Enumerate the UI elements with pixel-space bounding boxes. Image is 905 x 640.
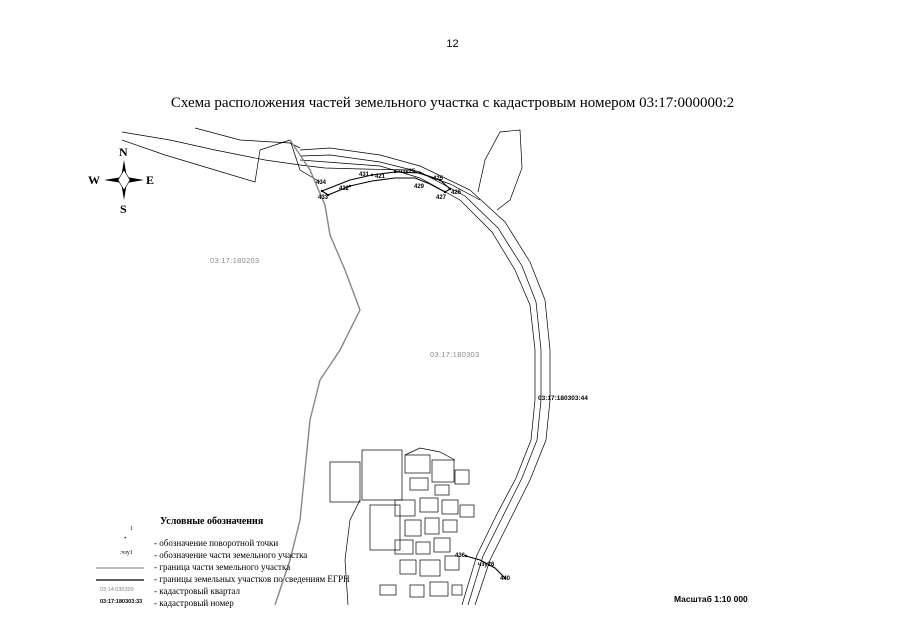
legend-sample-turning-point (124, 536, 127, 539)
parcel-label-44: 03:17:180303:44 (538, 395, 588, 402)
legend-text: - кадастровый номер (154, 598, 234, 608)
point-label-426: 426 (451, 190, 462, 196)
legend-sample-text: 03:17:180303:33 (100, 599, 143, 605)
legend-sample-egrn-boundary (96, 579, 144, 581)
compass-rose: N S W E (88, 145, 154, 216)
legend-row-turning-point: 1 - обозначение поворотной точки (92, 526, 392, 548)
legend-sample-text: :чзу1 (120, 550, 133, 556)
settlement-buildings (329, 447, 475, 606)
main-road-inner (299, 154, 542, 606)
point-label-429: 429 (414, 184, 425, 190)
point-label-433: 433 (318, 195, 329, 201)
main-road-outer (299, 147, 551, 606)
part-label-chzu25: чзу25 (399, 169, 416, 175)
point-label-432: 432 (339, 186, 350, 192)
quarter-label-180303: 03:17:180303 (430, 350, 479, 359)
legend-row-quarter: 03:14:030399 - кадастровый квартал (92, 586, 392, 598)
legend-row-egrn-boundary: - границы земельных участков по сведения… (92, 574, 392, 586)
point-label-440: 440 (500, 576, 511, 582)
road-upper-right (477, 129, 523, 211)
legend-text: - обозначение поворотной точки (154, 538, 279, 548)
map-scale: Масштаб 1:10 000 (674, 594, 748, 604)
part-label-chzu26: чзу26 (478, 562, 495, 568)
legend-text: - границы земельных участков по сведения… (154, 574, 350, 584)
page-title: Схема расположения частей земельного уча… (170, 95, 735, 111)
compass-north-label: N (119, 145, 128, 159)
point-label-427: 427 (436, 195, 447, 201)
legend-sample-text: 03:14:030399 (100, 587, 134, 593)
legend-row-part-boundary: - граница части земельного участка (92, 562, 392, 574)
point-label-421: 421 (375, 174, 386, 180)
legend-title: Условные обозначения (160, 516, 264, 527)
compass-east-label: E (146, 173, 154, 187)
legend-sample-part-boundary (96, 567, 144, 569)
quarter-label-180203: 03:17:180203 (210, 256, 259, 265)
compass-east-arrow (126, 177, 144, 183)
quarter-boundary (274, 139, 361, 606)
legend-row-cadastral-number: 03:17:180303:33 - кадастровый номер (92, 598, 392, 610)
turning-points (320, 170, 507, 580)
compass-south-label: S (120, 202, 127, 216)
point-label-425: 425 (433, 176, 444, 182)
legend-text: - обозначение части земельного участка (154, 550, 308, 560)
compass-west-arrow (104, 177, 122, 183)
page-number: 12 (446, 38, 459, 50)
road-line-upper (121, 131, 481, 201)
legend-row-part-label: :чзу1 - обозначение части земельного уча… (92, 550, 392, 562)
legend-text: - кадастровый квартал (154, 586, 240, 596)
point-label-434: 434 (316, 180, 327, 186)
legend-text: - граница части земельного участка (154, 562, 291, 572)
point-label-431: 431 (359, 172, 370, 178)
land-part-chzu26[interactable] (465, 555, 506, 579)
compass-west-label: W (88, 173, 100, 187)
road-line-lower (121, 139, 321, 183)
legend-sample-text: 1 (130, 526, 133, 532)
point-label-436: 436 (455, 553, 466, 559)
main-road-center (299, 159, 536, 606)
road-edge (194, 127, 301, 149)
